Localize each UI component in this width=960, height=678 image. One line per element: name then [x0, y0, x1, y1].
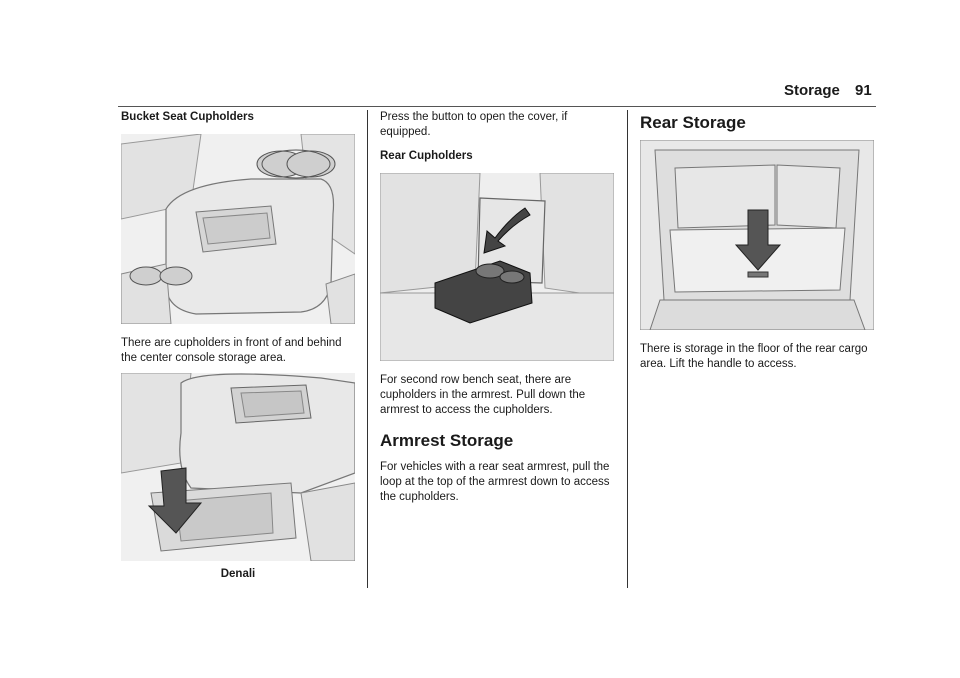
- paragraph-press-button: Press the button to open the cover, if e…: [380, 111, 568, 138]
- heading-rear-cupholders: Rear Cupholders: [380, 150, 473, 162]
- page-number: 91: [855, 82, 872, 99]
- paragraph-rear-cupholders: For second row bench seat, there are cup…: [380, 374, 586, 416]
- column-1: Bucket Seat Cupholders There are cuphold…: [121, 110, 355, 582]
- heading-rear-storage: Rear Storage: [640, 113, 746, 132]
- column-divider-1: [367, 110, 368, 588]
- page-header: Storage 91: [0, 82, 960, 107]
- figure-bucket-seat-cupholders: [121, 134, 355, 324]
- paragraph-armrest-storage: For vehicles with a rear seat armrest, p…: [380, 461, 610, 503]
- paragraph-rear-storage: There is storage in the floor of the rea…: [640, 343, 868, 370]
- header-rule: [118, 106, 876, 107]
- column-3: Rear Storage There is storage in the flo…: [640, 110, 876, 372]
- figure-rear-storage: [640, 140, 874, 330]
- heading-armrest-storage: Armrest Storage: [380, 431, 514, 450]
- column-divider-2: [627, 110, 628, 588]
- section-title: Storage: [784, 82, 840, 99]
- paragraph-cupholders: There are cupholders in front of and beh…: [121, 337, 342, 364]
- figure-rear-cupholders: [380, 173, 614, 361]
- figure-denali-console: [121, 373, 355, 561]
- heading-bucket-seat-cupholders: Bucket Seat Cupholders: [121, 111, 254, 123]
- figure-caption-denali: Denali: [220, 568, 256, 580]
- column-2: Press the button to open the cover, if e…: [380, 110, 616, 505]
